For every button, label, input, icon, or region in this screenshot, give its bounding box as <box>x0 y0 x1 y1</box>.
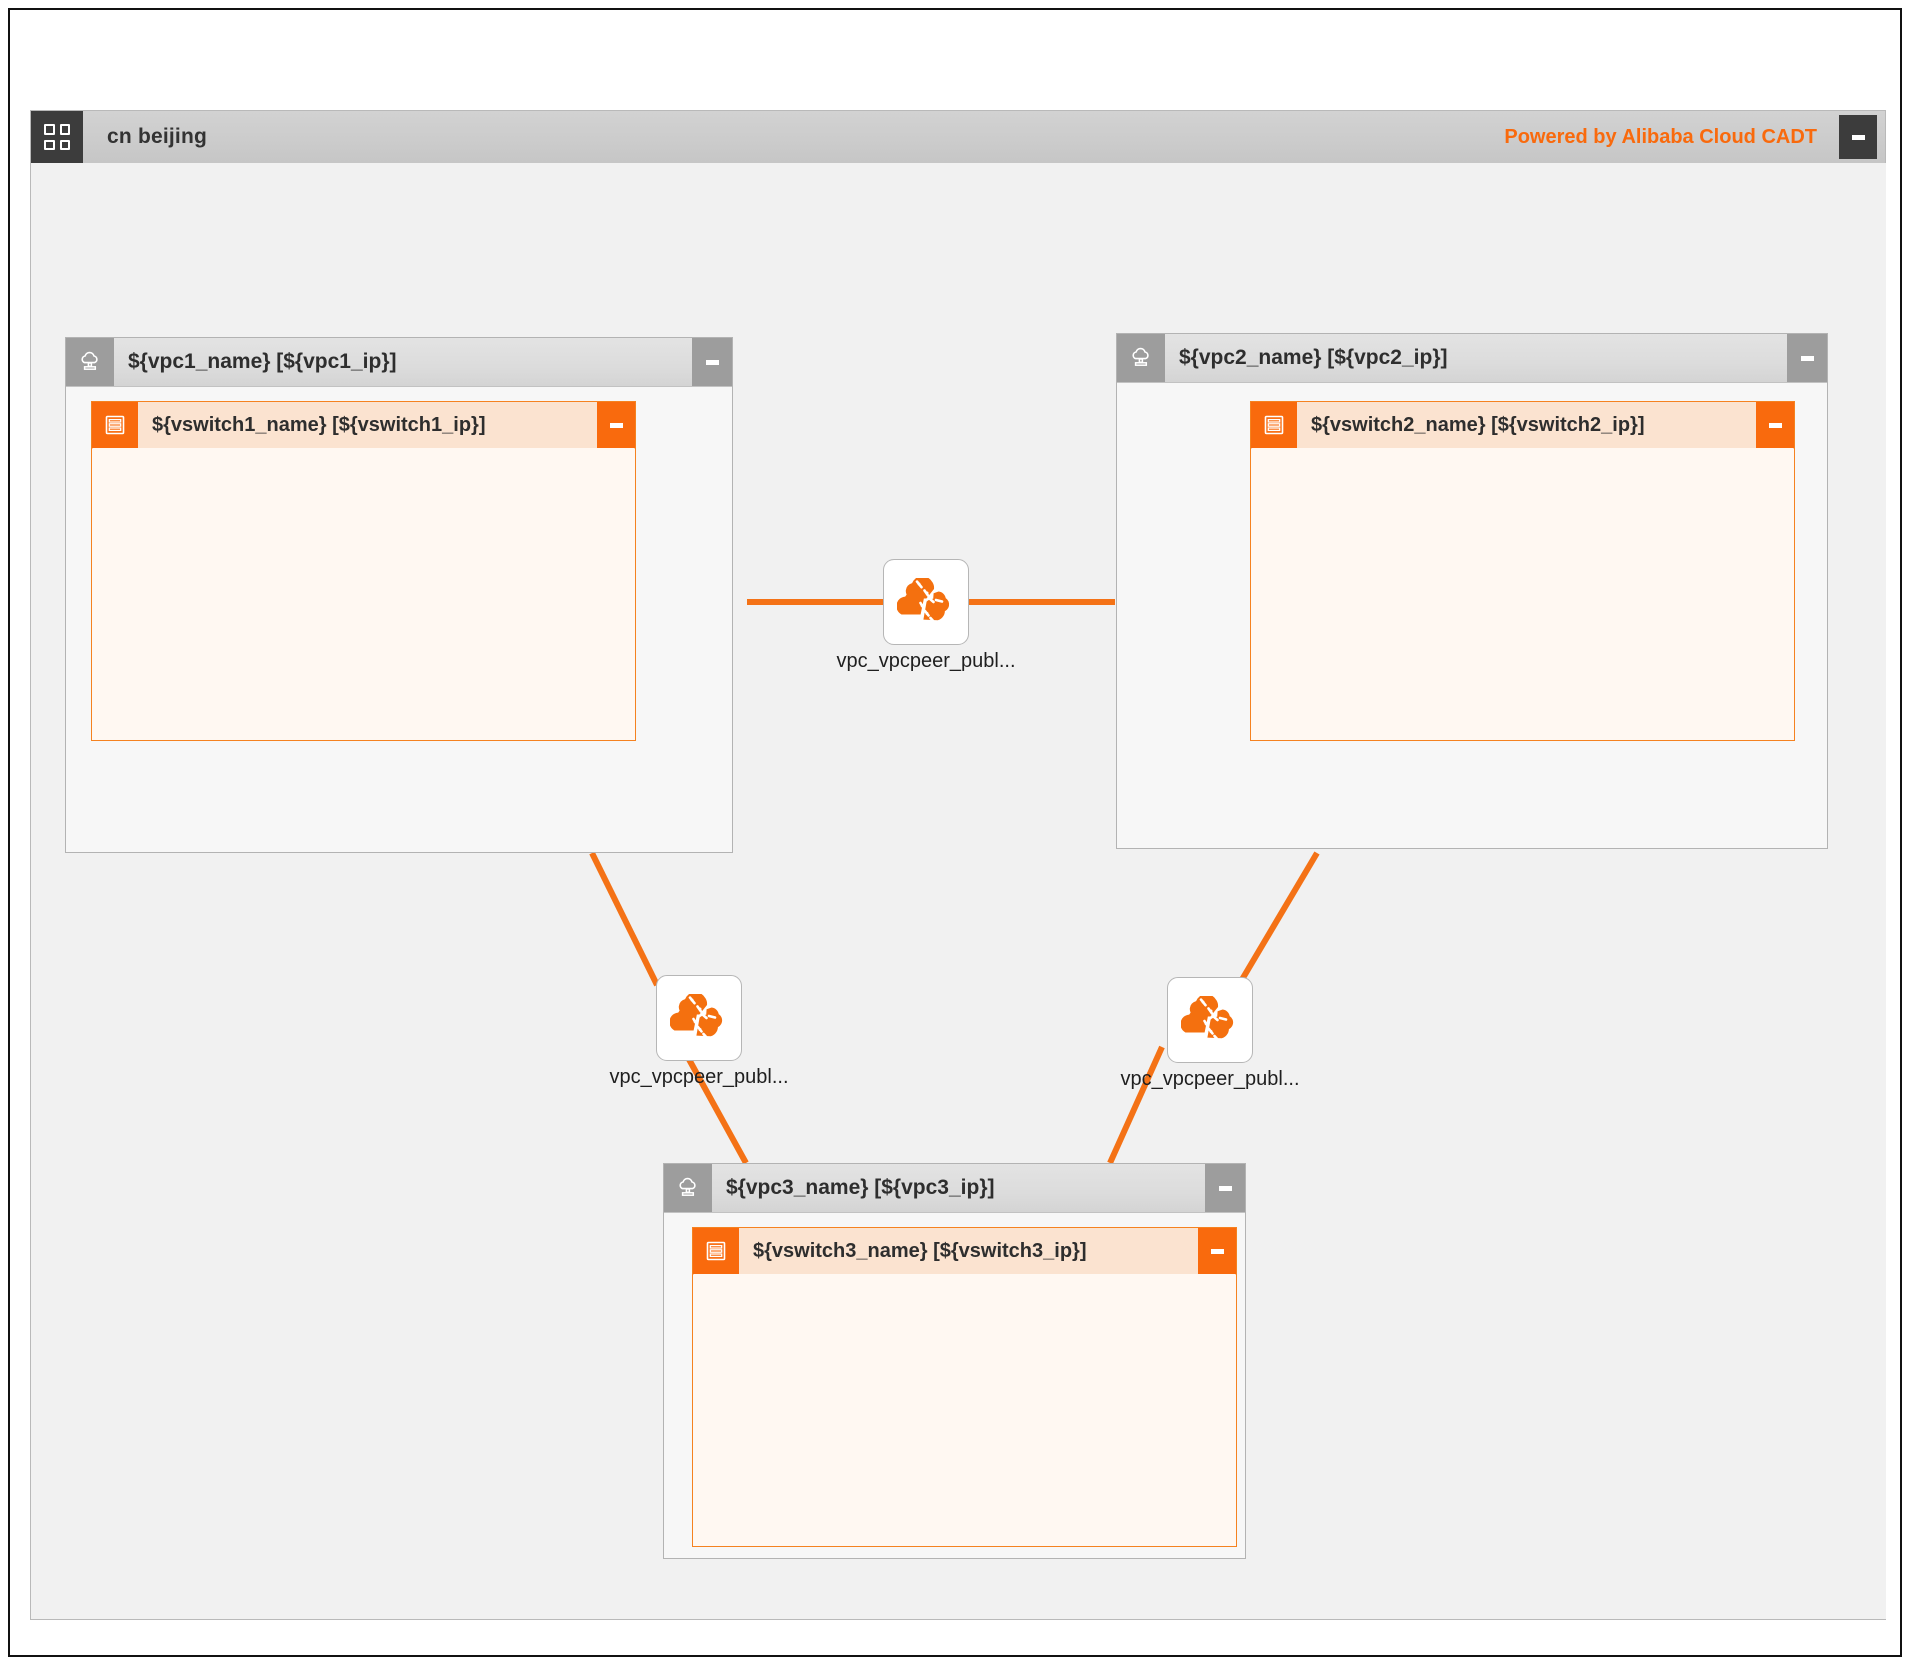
vpcpeer-cloud-icon[interactable] <box>656 975 742 1061</box>
cadt-app-window: cn beijing Powered by Alibaba Cloud CADT <box>30 110 1886 1620</box>
grid-icon <box>44 124 70 150</box>
page-title: cn beijing <box>107 125 208 148</box>
vswitch3-header[interactable]: ${vswitch3_name} [${vswitch3_ip}] <box>693 1228 1236 1275</box>
edge-vpc1-to-peer2 <box>589 851 660 987</box>
vpcpeer-cloud-icon[interactable] <box>1167 977 1253 1063</box>
vpc2-title: ${vpc2_name} [${vpc2_ip}] <box>1179 346 1448 369</box>
powered-by-label: Powered by Alibaba Cloud CADT <box>1504 125 1817 148</box>
vswitch-icon <box>693 1228 739 1274</box>
minimize-dash-icon <box>609 422 623 428</box>
diagram-canvas[interactable]: ${vpc1_name} [${vpc1_ip}] <box>32 163 1886 1619</box>
minimize-dash-icon <box>1800 355 1814 361</box>
vswitch-panel-vswitch1[interactable]: ${vswitch1_name} [${vswitch1_ip}] <box>91 401 636 741</box>
edge-peer3-to-vpc3 <box>1107 1045 1165 1165</box>
grid-menu-button[interactable] <box>31 111 83 163</box>
minimize-dash-icon <box>1851 134 1865 140</box>
vpc3-minimize-button[interactable] <box>1205 1164 1245 1212</box>
vswitch-icon <box>1251 402 1297 448</box>
vpc2-header[interactable]: ${vpc2_name} [${vpc2_ip}] <box>1117 334 1827 383</box>
minimize-dash-icon <box>1210 1248 1224 1254</box>
vpc-panel-vpc1[interactable]: ${vpc1_name} [${vpc1_ip}] <box>65 337 733 853</box>
vpc-cloud-icon <box>66 338 114 386</box>
vpcpeer-cloud-icon[interactable] <box>883 559 969 645</box>
window-title-bar: cn beijing Powered by Alibaba Cloud CADT <box>31 111 1885 163</box>
vswitch2-header[interactable]: ${vswitch2_name} [${vswitch2_ip}] <box>1251 402 1794 449</box>
edge-vpc2-to-peer3 <box>1234 851 1320 990</box>
vpc-panel-vpc3[interactable]: ${vpc3_name} [${vpc3_ip}] <box>663 1163 1246 1559</box>
vpc1-minimize-button[interactable] <box>692 338 732 386</box>
minimize-dash-icon <box>1768 422 1782 428</box>
vswitch-icon <box>92 402 138 448</box>
vswitch1-header[interactable]: ${vswitch1_name} [${vswitch1_ip}] <box>92 402 635 449</box>
page-frame: cn beijing Powered by Alibaba Cloud CADT <box>8 8 1902 1657</box>
vswitch2-minimize-button[interactable] <box>1756 402 1794 448</box>
vpc-cloud-icon <box>664 1164 712 1212</box>
vswitch1-title: ${vswitch1_name} [${vswitch1_ip}] <box>152 413 486 436</box>
vswitch-panel-vswitch2[interactable]: ${vswitch2_name} [${vswitch2_ip}] <box>1250 401 1795 741</box>
vswitch-panel-vswitch3[interactable]: ${vswitch3_name} [${vswitch3_ip}] <box>692 1227 1237 1547</box>
minimize-dash-icon <box>1218 1185 1232 1191</box>
vpc1-header[interactable]: ${vpc1_name} [${vpc1_ip}] <box>66 338 732 387</box>
peering-node-peer-vpc1-vpc3[interactable]: vpc_vpcpeer_publ... <box>609 975 789 1089</box>
vswitch2-body[interactable] <box>1252 448 1793 739</box>
peering-node-label: vpc_vpcpeer_publ... <box>1120 1068 1300 1090</box>
vswitch1-minimize-button[interactable] <box>597 402 635 448</box>
vpc2-minimize-button[interactable] <box>1787 334 1827 382</box>
vpc1-title: ${vpc1_name} [${vpc1_ip}] <box>128 350 397 373</box>
vswitch3-title: ${vswitch3_name} [${vswitch3_ip}] <box>753 1239 1087 1262</box>
vpc-panel-vpc2[interactable]: ${vpc2_name} [${vpc2_ip}] <box>1116 333 1828 849</box>
vpc3-title: ${vpc3_name} [${vpc3_ip}] <box>726 1176 995 1199</box>
window-minimize-button[interactable] <box>1839 115 1877 159</box>
peering-node-label: vpc_vpcpeer_publ... <box>836 650 1016 672</box>
peering-node-peer-vpc1-vpc2[interactable]: vpc_vpcpeer_publ... <box>836 559 1016 673</box>
vpc3-header[interactable]: ${vpc3_name} [${vpc3_ip}] <box>664 1164 1245 1213</box>
vpc-cloud-icon <box>1117 334 1165 382</box>
peering-node-peer-vpc2-vpc3[interactable]: vpc_vpcpeer_publ... <box>1120 977 1300 1091</box>
vswitch2-title: ${vswitch2_name} [${vswitch2_ip}] <box>1311 413 1645 436</box>
peering-node-label: vpc_vpcpeer_publ... <box>609 1066 789 1088</box>
vswitch3-minimize-button[interactable] <box>1198 1228 1236 1274</box>
minimize-dash-icon <box>705 359 719 365</box>
vswitch3-body[interactable] <box>694 1274 1235 1545</box>
vswitch1-body[interactable] <box>93 448 634 739</box>
